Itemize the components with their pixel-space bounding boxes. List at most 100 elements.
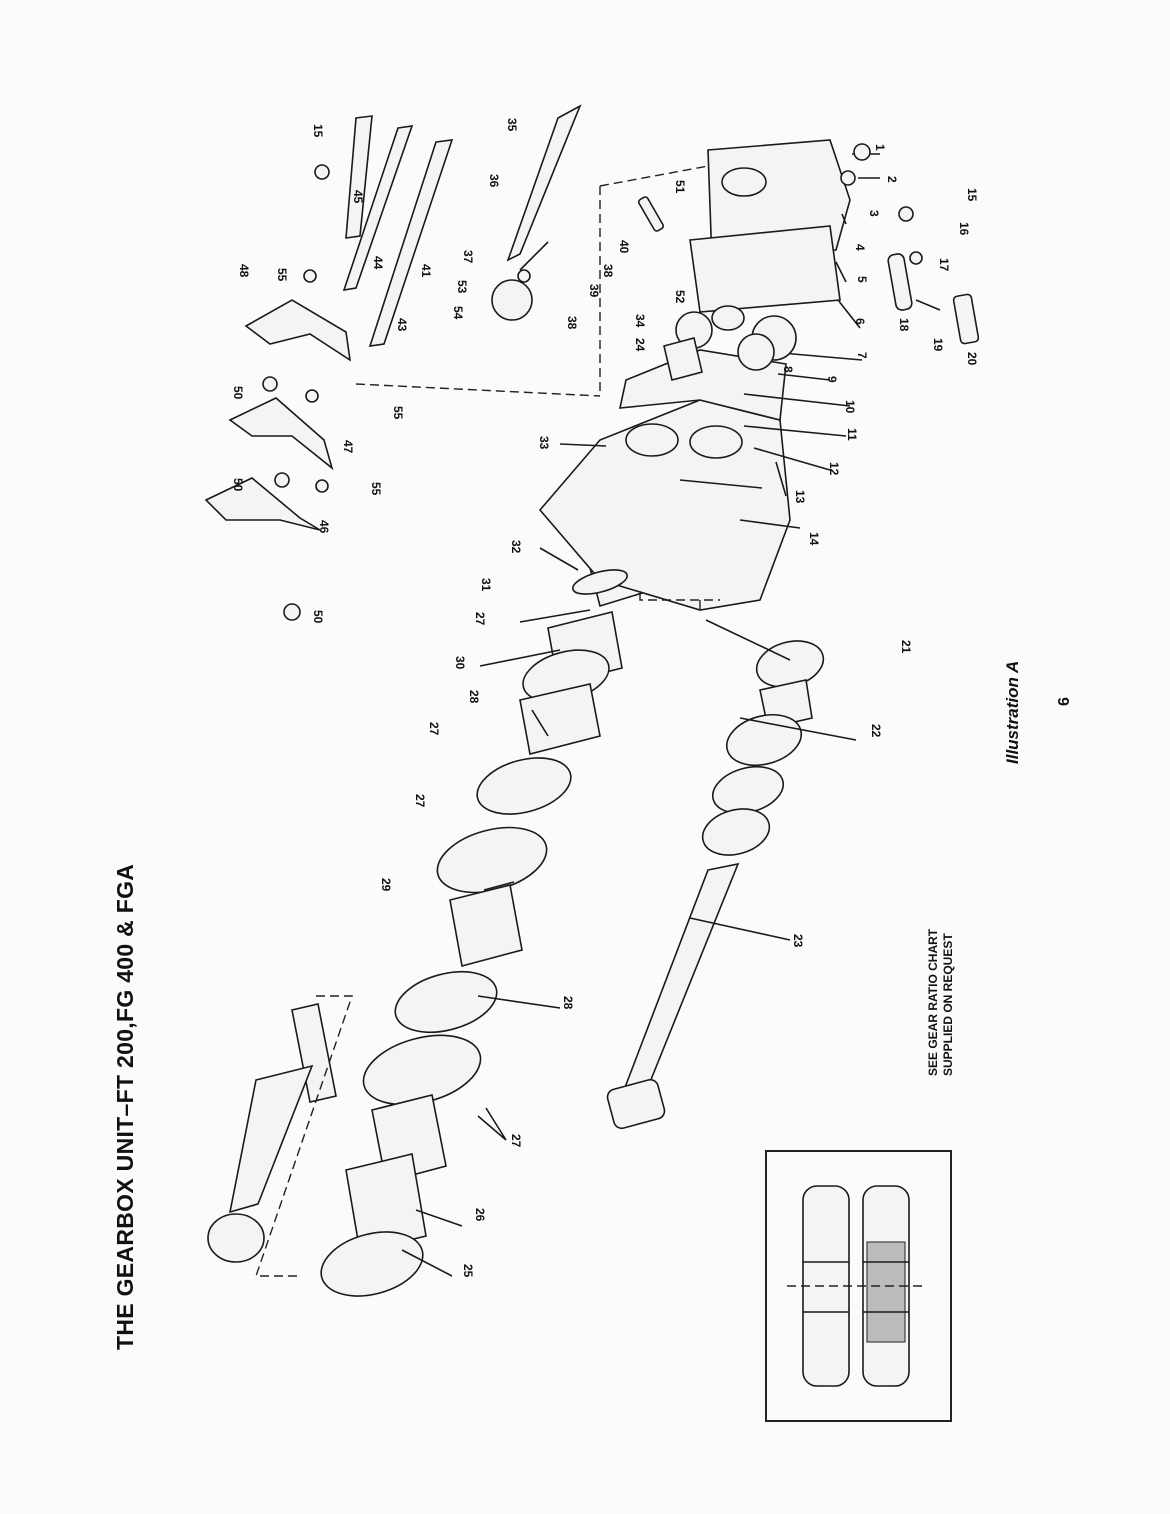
part-number-labels: 1 2 3 4 5 6 7 9 10 11 12 13 14 15 16 17 … [231, 118, 979, 1278]
label-55-top: 55 [275, 268, 289, 282]
casing-top-face [618, 349, 787, 421]
label-17: 17 [937, 258, 951, 272]
label-54: 54 [451, 306, 465, 320]
label-19: 19 [931, 338, 945, 352]
gear-tooth-detail-inset [765, 1150, 952, 1422]
label-38-upper: 38 [601, 264, 615, 278]
label-27-top: 27 [473, 612, 487, 626]
label-24: 24 [633, 338, 647, 352]
label-45: 45 [351, 190, 365, 204]
label-25: 25 [461, 1264, 475, 1278]
plug-6 [711, 305, 745, 331]
label-40: 40 [617, 240, 631, 254]
label-32: 32 [509, 540, 523, 554]
fork-46 [204, 477, 321, 531]
label-5: 5 [855, 276, 869, 283]
label-23: 23 [791, 934, 805, 948]
hub-28-lower [394, 970, 498, 1034]
illustration-caption: Illustration A [1003, 660, 1022, 764]
casing-bore-left [625, 423, 679, 457]
label-29: 29 [379, 878, 393, 892]
cap-15-top [314, 164, 330, 180]
gear-25 [320, 1231, 424, 1297]
bevel-pinion [207, 1213, 265, 1263]
washer-2 [840, 170, 856, 186]
washer-37 [517, 269, 531, 283]
label-9: 9 [825, 376, 839, 383]
tooth-shaded-area [866, 1241, 906, 1343]
label-1: 1 [873, 144, 887, 151]
cover-body-5 [689, 225, 841, 313]
label-18: 18 [897, 318, 911, 332]
label-53: 53 [455, 280, 469, 294]
label-50-lower: 50 [311, 610, 325, 624]
bolt-51 [637, 196, 665, 232]
gasket-32 [572, 569, 628, 595]
shaft-dashed-guide [255, 995, 353, 1277]
nut-1 [853, 143, 871, 161]
label-51: 51 [673, 180, 687, 194]
rod-44 [342, 125, 414, 292]
selector-forks [204, 299, 352, 621]
plunger-18 [887, 253, 913, 311]
lay-shaft-assembly [606, 640, 825, 1130]
selector-rods [342, 104, 582, 347]
gear-27-middle [476, 757, 572, 815]
bearing-10 [737, 333, 775, 371]
label-26: 26 [473, 1208, 487, 1222]
lay-shaft-23 [622, 862, 740, 1092]
note-line-2: SUPPLIED ON REQUEST [941, 933, 955, 1076]
rod-43 [368, 139, 454, 347]
label-46: 46 [317, 520, 331, 534]
label-50-middle: 50 [231, 478, 245, 492]
rod-35 [506, 104, 582, 262]
label-28-top: 28 [467, 690, 481, 704]
bolt-20 [952, 293, 980, 345]
gear-tooth-detail-drawing [787, 1185, 927, 1387]
input-splined-shaft [207, 995, 353, 1277]
shaft-29 [449, 884, 523, 967]
note-line-1: SEE GEAR RATIO CHART [926, 928, 940, 1076]
label-2: 2 [885, 176, 899, 183]
label-15-top: 15 [311, 124, 325, 138]
label-33: 33 [537, 436, 551, 450]
label-3: 3 [867, 210, 881, 217]
laygear-lower [701, 808, 771, 856]
label-52: 52 [673, 290, 687, 304]
label-38-lower: 38 [565, 316, 579, 330]
label-44: 44 [371, 256, 385, 270]
label-6: 6 [853, 318, 867, 325]
fork-47 [228, 397, 334, 471]
hub-28-top [519, 683, 601, 755]
leader-lines [401, 153, 880, 1277]
detent-parts [303, 143, 980, 493]
label-12: 12 [827, 462, 841, 476]
casing-14 [538, 399, 791, 611]
label-36: 36 [487, 174, 501, 188]
main-shaft-assembly [320, 544, 653, 1297]
casing-dashed-guide-bottom [639, 594, 720, 610]
label-39: 39 [587, 284, 601, 298]
washer-55-top [303, 269, 317, 283]
label-30: 30 [453, 656, 467, 670]
label-35: 35 [505, 118, 519, 132]
label-20: 20 [965, 352, 979, 366]
splined-shaft-body [228, 1064, 314, 1214]
interlock-plate-53 [491, 279, 533, 321]
nut-50-lower [283, 603, 301, 621]
label-37: 37 [461, 250, 475, 264]
label-8: 8 [781, 366, 795, 373]
label-10: 10 [843, 400, 857, 414]
label-27-middle: 27 [427, 722, 441, 736]
cover-badge [721, 167, 767, 197]
gearbox-casing-assembly [355, 165, 791, 611]
bush-24 [663, 337, 703, 381]
cap-15 [898, 206, 914, 222]
label-11: 11 [845, 428, 859, 441]
label-4: 4 [853, 244, 867, 251]
nut-50-upper [262, 376, 278, 392]
page-number: 6 [1056, 697, 1073, 706]
label-27-lower: 27 [509, 1134, 523, 1148]
label-47: 47 [341, 440, 355, 454]
label-34: 34 [633, 314, 647, 328]
